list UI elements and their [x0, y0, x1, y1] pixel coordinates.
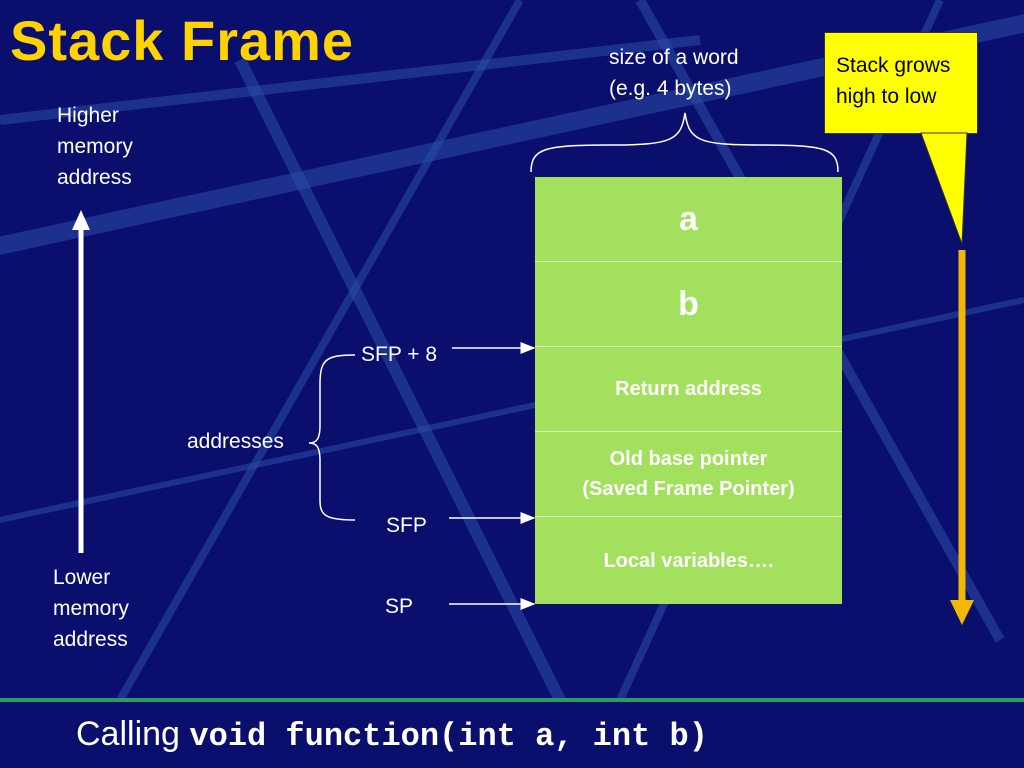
higher-memory-label: Higher memory address: [57, 104, 133, 189]
word-size-label: size of a word (e.g. 4 bytes): [609, 46, 739, 100]
stack-growth-arrow: [950, 250, 974, 625]
memory-direction-arrow: [72, 210, 90, 553]
footer-prefix: Calling: [76, 715, 180, 753]
footer-caption: Calling void function(int a, int b): [76, 715, 708, 755]
stack-cell-a: a: [535, 177, 842, 262]
footer-code: void function(int a, int b): [189, 718, 708, 755]
slide-title: Stack Frame: [10, 9, 355, 72]
footer-divider: [0, 698, 1024, 702]
sp-label: SP: [385, 595, 414, 618]
sfp-plus-8-label: SFP + 8: [361, 343, 438, 366]
addresses-label: addresses: [187, 430, 284, 453]
stack-cell-old-base-pointer: Old base pointer (Saved Frame Pointer): [535, 432, 842, 517]
stack-cell-local-variables: Local variables….: [535, 517, 842, 604]
addresses-brace: [308, 354, 356, 521]
stack-cell-return-address: Return address: [535, 347, 842, 432]
stack-grows-callout: Stack grows high to low: [824, 32, 978, 134]
stack-cell-b: b: [535, 262, 842, 347]
lower-memory-label: Lower memory address: [53, 566, 129, 651]
sfp-label: SFP: [386, 514, 427, 537]
word-size-brace: [530, 112, 839, 173]
callout-pointer: [920, 132, 968, 245]
